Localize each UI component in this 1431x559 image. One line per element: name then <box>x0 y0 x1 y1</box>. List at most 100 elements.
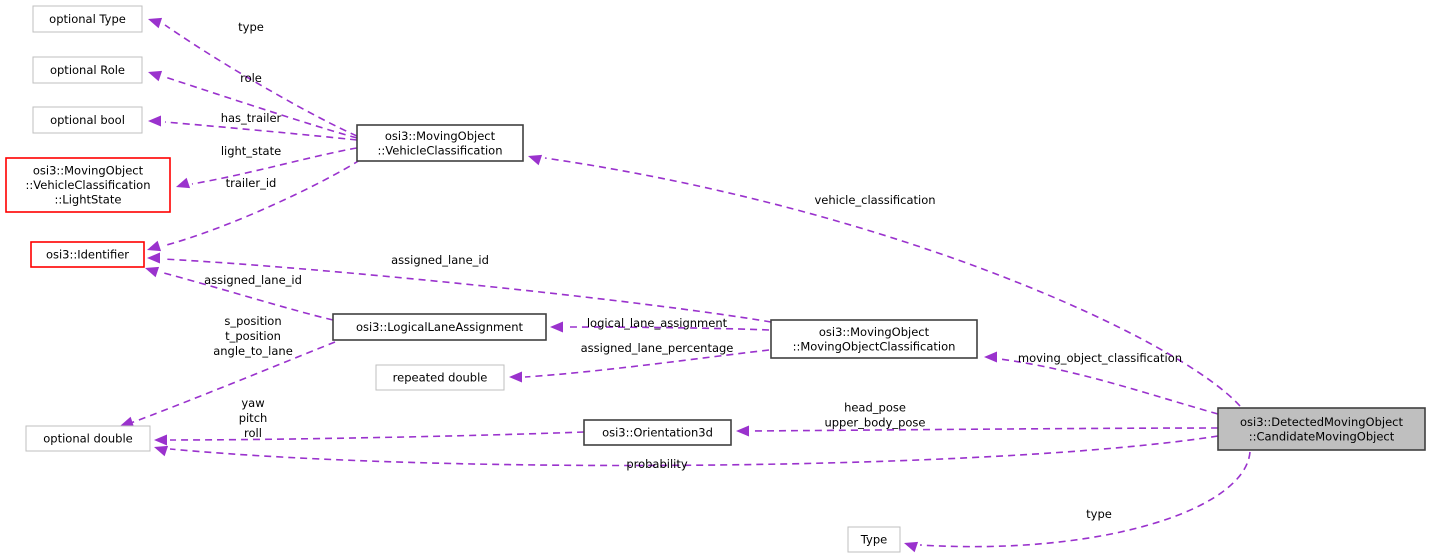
node-box[interactable] <box>25 425 151 452</box>
edge-edge-has-trailer <box>148 115 358 141</box>
node-label: osi3::MovingObject::VehicleClassificatio… <box>378 128 503 157</box>
edge-line <box>169 431 585 441</box>
node-box[interactable] <box>356 124 524 162</box>
node-label: repeated double <box>393 370 488 384</box>
node-identifier[interactable]: osi3::Identifier <box>30 241 145 268</box>
node-optional-type[interactable]: optional Type <box>32 5 143 33</box>
edge-labels-layer: type role has_trailer light_state trailer_id… <box>204 20 1182 521</box>
nodes-layer: optional Type optional Role optional bool o… <box>5 5 1426 553</box>
node-box[interactable] <box>32 106 143 134</box>
edge-arrowhead <box>120 416 135 428</box>
edge-label-edge-logical-lane-assignment: logical_lane_assignment <box>587 316 728 330</box>
node-box[interactable] <box>1217 407 1426 451</box>
node-lightstate[interactable]: osi3::MovingObject::VehicleClassificatio… <box>5 157 171 213</box>
node-box[interactable] <box>583 419 732 446</box>
edge-arrowhead <box>148 115 161 127</box>
edge-line <box>999 358 1219 415</box>
edge-label-edge-probability: probability <box>626 457 688 471</box>
node-vehicle-classification[interactable]: osi3::MovingObject::VehicleClassificatio… <box>356 124 524 162</box>
edge-edge-head-pose <box>736 425 1219 437</box>
edge-edge-vehicle-classification <box>528 154 1241 407</box>
edge-edge-assigned-lane-percentage <box>509 349 770 383</box>
edge-arrowhead <box>736 425 749 437</box>
edge-line <box>162 258 772 323</box>
edge-edge-moving-object-classification <box>984 351 1219 415</box>
node-box[interactable] <box>770 319 978 359</box>
edge-arrowhead <box>528 154 543 166</box>
node-label: osi3::MovingObject::MovingObjectClassifi… <box>793 324 956 353</box>
node-logical-lane-assignment[interactable]: osi3::LogicalLaneAssignment <box>332 313 547 341</box>
node-box[interactable] <box>32 5 143 33</box>
edge-arrowhead <box>148 17 163 29</box>
node-label: optional Role <box>50 63 125 77</box>
node-candidate-moving-object[interactable]: osi3::DetectedMovingObject::CandidateMov… <box>1217 407 1426 451</box>
node-type-node[interactable]: Type <box>847 526 901 553</box>
edge-label-edge-type-bottom: type <box>1086 507 1112 521</box>
edge-arrowhead <box>904 541 919 553</box>
edge-edge-type <box>148 17 358 137</box>
edge-line <box>544 157 1241 407</box>
node-optional-role[interactable]: optional Role <box>32 56 143 84</box>
edge-label-edge-trailer-id: trailer_id <box>226 176 277 190</box>
edges-layer <box>120 17 1251 553</box>
node-label: osi3::MovingObject::VehicleClassificatio… <box>26 163 151 206</box>
node-box[interactable] <box>332 313 547 341</box>
node-label: optional Type <box>49 12 126 26</box>
node-optional-bool[interactable]: optional bool <box>32 106 143 134</box>
edge-label-edge-has-trailer: has_trailer <box>221 111 282 125</box>
edge-arrowhead <box>154 445 169 457</box>
node-label: osi3::LogicalLaneAssignment <box>356 320 524 334</box>
edge-arrowhead <box>147 240 162 252</box>
edge-line <box>751 427 1219 432</box>
edge-label-edge-light-state: light_state <box>221 144 281 158</box>
edge-label-edge-assigned-lane-id-top: assigned_lane_id <box>391 253 489 267</box>
edge-edge-assigned-lane-id-top <box>147 252 772 323</box>
edge-arrowhead <box>148 70 163 82</box>
edge-line <box>164 24 358 137</box>
edge-edge-yaw-pitch-roll <box>154 431 585 446</box>
edge-edge-probability <box>154 435 1219 467</box>
node-box[interactable] <box>5 157 171 213</box>
edge-label-edge-role: role <box>240 71 262 85</box>
node-box[interactable] <box>30 241 145 268</box>
node-label: osi3::Identifier <box>46 247 129 261</box>
edge-label-edge-assigned-lane-percentage: assigned_lane_percentage <box>581 341 734 355</box>
edge-line <box>127 341 336 425</box>
node-orientation3d[interactable]: osi3::Orientation3d <box>583 419 732 446</box>
edge-label-edge-type: type <box>238 20 264 34</box>
edge-line <box>159 271 334 321</box>
edge-line <box>919 451 1251 548</box>
edge-line <box>162 159 361 247</box>
node-label: Type <box>860 532 887 546</box>
edge-label-edge-vehicle-classification: vehicle_classification <box>814 193 935 207</box>
node-label: optional bool <box>50 113 125 127</box>
edge-arrowhead <box>147 252 160 264</box>
edge-arrowhead <box>176 177 191 189</box>
edge-edge-role <box>148 70 358 139</box>
node-repeated-double[interactable]: repeated double <box>375 364 505 391</box>
node-moving-object-classification[interactable]: osi3::MovingObject::MovingObjectClassifi… <box>770 319 978 359</box>
edge-line <box>191 147 358 185</box>
edge-arrowhead <box>145 266 160 278</box>
edge-arrowhead <box>154 434 167 446</box>
node-box[interactable] <box>32 56 143 84</box>
node-box[interactable] <box>847 526 901 553</box>
edge-arrowhead <box>984 351 997 363</box>
edge-edge-logical-lane-assignment <box>550 321 770 333</box>
edge-edge-type-bottom <box>904 451 1251 553</box>
node-optional-double[interactable]: optional double <box>25 425 151 452</box>
edge-arrowhead <box>509 371 522 383</box>
edge-label-edge-moving-object-classification: moving_object_classification <box>1018 351 1182 365</box>
node-label: optional double <box>43 431 132 445</box>
node-label: osi3::DetectedMovingObject::CandidateMov… <box>1240 414 1404 443</box>
edge-label-edge-assigned-lane-id-lower: assigned_lane_id <box>204 273 302 287</box>
edge-line <box>524 349 770 378</box>
node-box[interactable] <box>375 364 505 391</box>
edge-edge-light-state <box>176 147 358 189</box>
edge-arrowhead <box>550 321 563 333</box>
edge-edge-s-position <box>120 341 336 428</box>
